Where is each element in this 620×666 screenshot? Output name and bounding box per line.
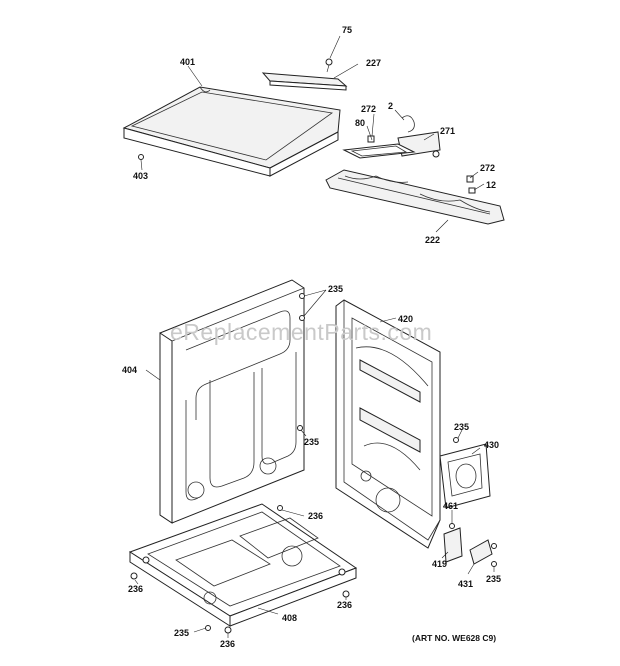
callout-235-right: 235 <box>454 422 469 432</box>
callout-235-top: 235 <box>328 284 343 294</box>
callout-75: 75 <box>342 25 352 35</box>
callout-235-lower-right: 235 <box>486 574 501 584</box>
hook-2 <box>401 115 415 133</box>
callout-labels: 75 401 227 272 2 80 271 403 272 12 222 2… <box>122 25 501 649</box>
callout-431: 431 <box>458 579 473 589</box>
bracket-227 <box>261 72 348 91</box>
callout-2: 2 <box>388 101 393 111</box>
side-panel-404 <box>159 279 305 524</box>
callout-271: 271 <box>440 126 455 136</box>
callout-80: 80 <box>355 118 365 128</box>
frame-222 <box>325 169 505 225</box>
watermark: eReplacementParts.com <box>170 319 432 345</box>
callout-408: 408 <box>282 613 297 623</box>
callout-235-mid: 235 <box>304 437 319 447</box>
callout-235-bottom: 235 <box>174 628 189 638</box>
callout-227: 227 <box>366 58 381 68</box>
callout-401: 401 <box>180 57 195 67</box>
art-number: (ART NO. WE628 C9) <box>412 633 496 643</box>
callout-222: 222 <box>425 235 440 245</box>
callout-12: 12 <box>486 180 496 190</box>
front-panel-420 <box>335 299 441 549</box>
leader-lines <box>134 35 495 638</box>
lens-80 <box>342 143 416 159</box>
callout-419: 419 <box>432 559 447 569</box>
screw-403 <box>138 154 144 160</box>
callout-236-right: 236 <box>337 600 352 610</box>
top-cover-401 <box>122 86 341 177</box>
clip-272 <box>367 135 476 194</box>
screws-235-236 <box>130 293 497 634</box>
callout-430: 430 <box>484 440 499 450</box>
base-408 <box>128 503 358 627</box>
callout-403: 403 <box>133 171 148 181</box>
callout-404: 404 <box>122 365 137 375</box>
hinge-419 <box>443 523 463 563</box>
callout-272-top: 272 <box>361 104 376 114</box>
callout-420: 420 <box>398 314 413 324</box>
strike-431 <box>469 539 497 565</box>
screw-75 <box>325 58 333 73</box>
callout-236-bottom: 236 <box>220 639 235 649</box>
access-panel-430 <box>439 443 491 509</box>
callout-236-left: 236 <box>128 584 143 594</box>
callout-272-right: 272 <box>480 163 495 173</box>
callout-461: 461 <box>443 501 458 511</box>
callout-236-mid: 236 <box>308 511 323 521</box>
